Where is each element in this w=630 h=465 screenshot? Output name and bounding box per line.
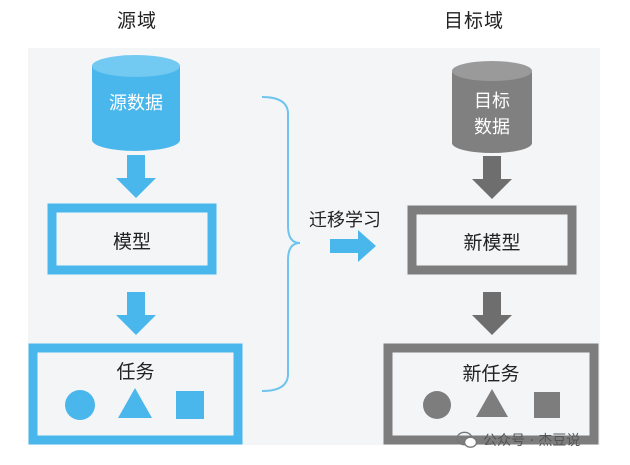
target-model-label: 新模型 <box>463 232 521 254</box>
arrow-down-icon <box>116 155 156 198</box>
circle-icon <box>65 390 95 420</box>
bracket-icon <box>261 96 301 392</box>
watermark: 公众号 · 杰豆说 <box>456 426 616 454</box>
source-task-label: 任务 <box>116 361 155 383</box>
source-model-box <box>47 203 217 275</box>
source-model-label: 模型 <box>112 231 151 253</box>
triangle-icon <box>118 388 152 418</box>
triangle-icon <box>476 389 508 417</box>
circle-icon <box>423 391 451 419</box>
target-task-box <box>383 343 599 445</box>
target-database-icon <box>452 61 532 153</box>
wechat-icon <box>456 431 478 448</box>
target-data-label-line2: 数据 <box>474 117 510 138</box>
arrow-down-icon <box>116 292 156 335</box>
arrow-down-icon <box>472 156 512 199</box>
target-model-box <box>407 205 577 275</box>
target-data-label-line1: 目标 <box>474 91 510 112</box>
transfer-learning-label: 迁移学习 <box>309 210 381 231</box>
arrow-down-icon <box>472 292 512 335</box>
arrow-right-icon <box>330 230 376 262</box>
target-task-label: 新任务 <box>462 363 520 385</box>
source-database-icon <box>92 55 180 151</box>
source-task-box <box>28 343 243 445</box>
square-icon <box>534 392 560 418</box>
square-icon <box>176 391 204 419</box>
target-domain-title: 目标域 <box>444 10 505 32</box>
source-domain-title: 源域 <box>117 10 158 32</box>
source-data-label: 源数据 <box>109 93 163 114</box>
watermark-text: 公众号 · 杰豆说 <box>483 433 581 449</box>
